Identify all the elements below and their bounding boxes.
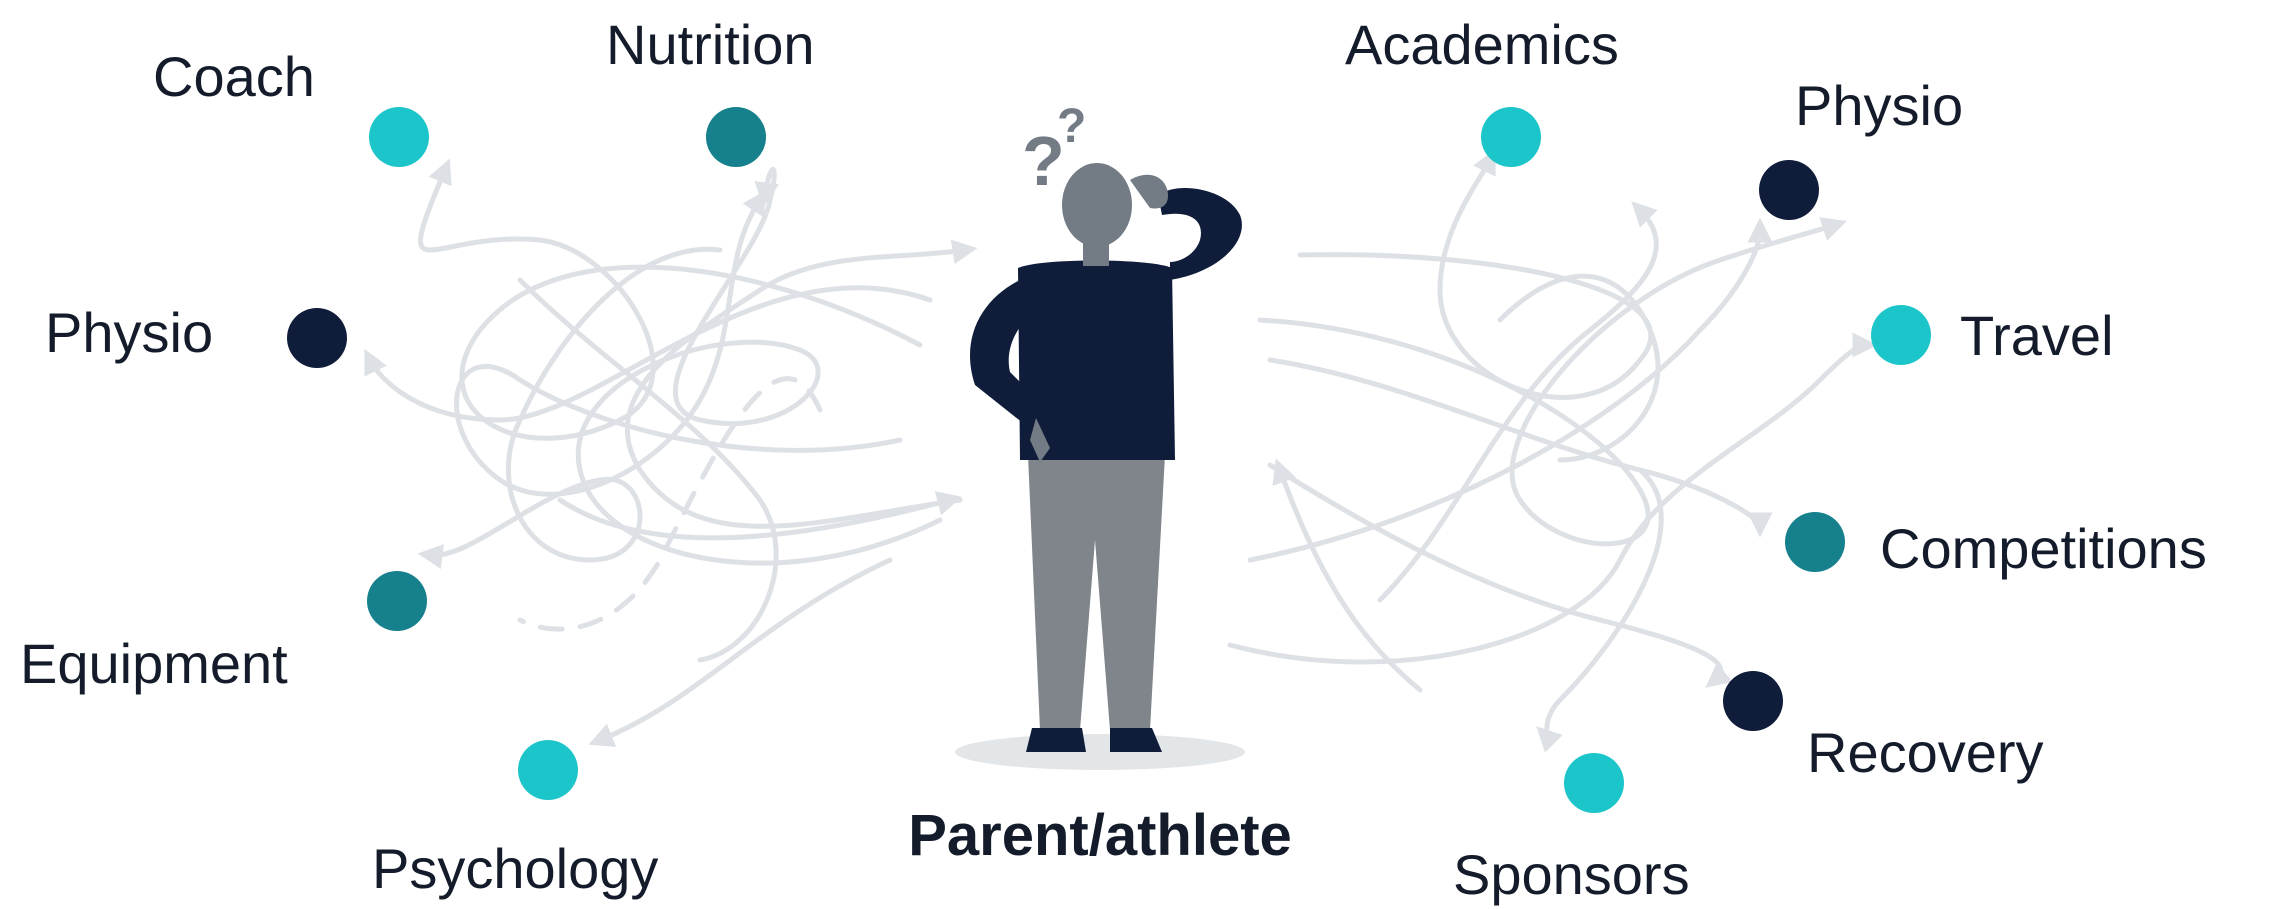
connector-line (557, 491, 963, 541)
node-dot (1481, 107, 1541, 167)
person-arm-right (1158, 187, 1242, 280)
node-dot (369, 107, 429, 167)
connector-line (364, 285, 933, 423)
node-label: Coach (153, 45, 315, 108)
node-label: Psychology (372, 837, 658, 900)
tangled-connections-right (1227, 148, 1878, 753)
node-dot (1564, 753, 1624, 813)
connector-line (454, 189, 903, 497)
connector-line (1272, 458, 1423, 693)
connector-line (575, 166, 943, 566)
node-label: Sponsors (1453, 843, 1690, 906)
connector-line (1377, 201, 1659, 603)
person-arm-left (970, 280, 1048, 435)
connector-line (1497, 273, 1661, 463)
connector-line (1247, 217, 1773, 563)
node-dot (706, 107, 766, 167)
node-equipment: Equipment (20, 571, 427, 695)
node-competitions: Competitions (1785, 512, 2207, 580)
center-label: Parent/athlete (908, 803, 1292, 868)
node-label: Recovery (1807, 721, 2044, 784)
connector-line (588, 557, 893, 747)
node-label: Nutrition (606, 13, 815, 76)
node-sponsors: Sponsors (1453, 753, 1690, 906)
node-dot (518, 740, 578, 800)
person-shoe-left (1026, 728, 1086, 752)
connector-line (624, 239, 978, 529)
node-dot (1723, 671, 1783, 731)
node-physio-left: Physio (45, 301, 347, 368)
person-shoe-right (1110, 728, 1162, 752)
node-dot (367, 571, 427, 631)
nodes: Coach Nutrition Physio Equipment Psychol… (20, 13, 2207, 906)
connector-line (1267, 462, 1733, 688)
node-dot (1871, 305, 1931, 365)
node-travel: Travel (1871, 304, 2114, 367)
connector-line (417, 246, 723, 569)
node-label: Competitions (1880, 517, 2207, 580)
connector-line (418, 158, 923, 441)
node-label: Equipment (20, 632, 288, 695)
node-physio-right: Physio (1759, 74, 1963, 220)
node-academics: Academics (1345, 13, 1619, 167)
person-figure: ? ? (955, 100, 1245, 770)
node-recovery: Recovery (1723, 671, 2044, 784)
node-coach: Coach (153, 45, 429, 167)
node-dot (1759, 160, 1819, 220)
node-label: Travel (1960, 304, 2114, 367)
person-hand-left (1030, 418, 1050, 462)
person-head (1062, 163, 1132, 247)
connector-line (517, 277, 779, 663)
node-label: Physio (45, 301, 213, 364)
connector-line (1536, 467, 1664, 753)
connector-line (1227, 332, 1878, 665)
connector-line (1297, 148, 1654, 400)
node-nutrition: Nutrition (606, 13, 815, 167)
connector-line (1257, 217, 1847, 547)
person-shadow (955, 734, 1245, 770)
node-dot (1785, 512, 1845, 572)
node-label: Academics (1345, 13, 1619, 76)
node-label: Physio (1795, 74, 1963, 137)
question-mark-icon: ? (1057, 100, 1086, 153)
question-mark-icon: ? (1022, 122, 1065, 200)
person-pants (1028, 455, 1165, 730)
dashed-connector-line (517, 376, 823, 632)
node-psychology: Psychology (372, 740, 658, 900)
person-shirt (1018, 260, 1175, 460)
tangled-connections-left (364, 158, 978, 747)
node-dot (287, 308, 347, 368)
person-hand-right (1130, 174, 1168, 209)
